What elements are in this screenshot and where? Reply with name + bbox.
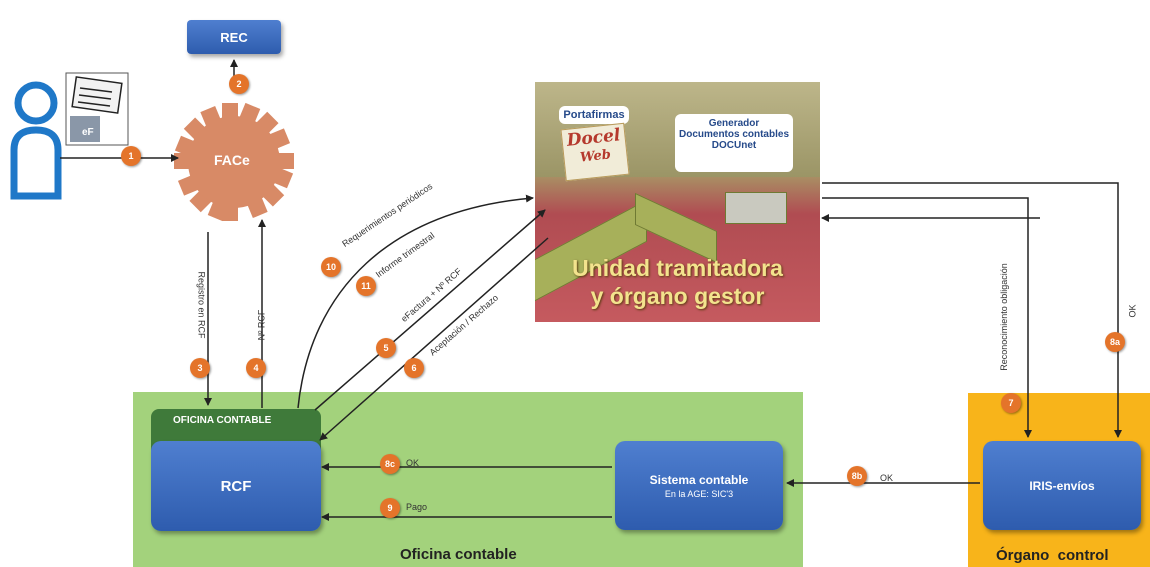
unidad-tramitadora-photo: Portafirmas Docel Web Generador Document…	[535, 82, 820, 322]
arrow-aceptacion	[319, 237, 549, 441]
oficina-contable-tab-label: OFICINA CONTABLE	[173, 415, 272, 426]
step-badge-5: 5	[376, 338, 396, 358]
organo-control-label: Órgano control	[996, 547, 1109, 564]
iris-envios-box: IRIS-envíos	[983, 441, 1141, 530]
step-badge-7: 7	[1001, 393, 1021, 413]
step-badge-8a: 8a	[1105, 332, 1125, 352]
user-icon	[10, 81, 62, 200]
step-badge-4: 4	[246, 358, 266, 378]
sistema-contable-box: Sistema contable En la AGE: SIC'3	[615, 441, 783, 530]
generador-line2: Documentos contables	[678, 129, 790, 140]
oficina-contable-label: Oficina contable	[400, 546, 517, 563]
arrow-reconocimiento	[822, 197, 1032, 438]
reconocimiento-label: Reconocimiento obligación	[998, 263, 1009, 371]
registro-rcf-label: Registro en RCF	[196, 271, 207, 339]
step-badge-8b: 8b	[847, 466, 867, 486]
ok-c-label: OK	[406, 458, 420, 468]
rec-label: REC	[220, 29, 248, 45]
rec-box: REC	[187, 20, 281, 54]
arrow-ok-to-iris	[822, 182, 1122, 438]
generador-line1: Generador	[708, 118, 760, 129]
ef-label: eF	[82, 127, 94, 138]
step-badge-6: 6	[404, 358, 424, 378]
organo-gestor-text: y órgano gestor	[590, 283, 765, 309]
office-desk	[725, 192, 787, 224]
step-badge-3: 3	[190, 358, 210, 378]
sistema-contable-subtitle: En la AGE: SIC'3	[664, 488, 734, 499]
step-badge-8c: 8c	[380, 454, 400, 474]
portafirmas-panel: Portafirmas	[559, 106, 629, 124]
step-badge-2: 2	[229, 74, 249, 94]
ok-a-label: OK	[1127, 304, 1138, 318]
step-badge-10: 10	[321, 257, 341, 277]
face-label: FACe	[214, 152, 250, 168]
generador-panel: Generador Documentos contables DOCUnet	[675, 114, 793, 172]
sistema-contable-title: Sistema contable	[649, 472, 749, 487]
face-gear-icon	[174, 102, 294, 222]
step-badge-11: 11	[356, 276, 376, 296]
step-badge-9: 9	[380, 498, 400, 518]
unidad-tramitadora-text: Unidad tramitadora	[572, 255, 783, 281]
efactura-document-icon	[65, 72, 129, 146]
ok-b-label: OK	[880, 473, 894, 483]
arrow-requerimientos	[297, 194, 534, 409]
generador-line3: DOCUnet	[711, 140, 757, 151]
step-badge-1: 1	[121, 146, 141, 166]
rcf-label: RCF	[220, 477, 252, 495]
pago-label: Pago	[406, 502, 428, 512]
iris-envios-label: IRIS-envíos	[1029, 478, 1095, 493]
n-rcf-label: Nº RCF	[256, 309, 267, 341]
rcf-box: RCF	[151, 441, 321, 531]
arrow-efactura	[314, 209, 546, 411]
